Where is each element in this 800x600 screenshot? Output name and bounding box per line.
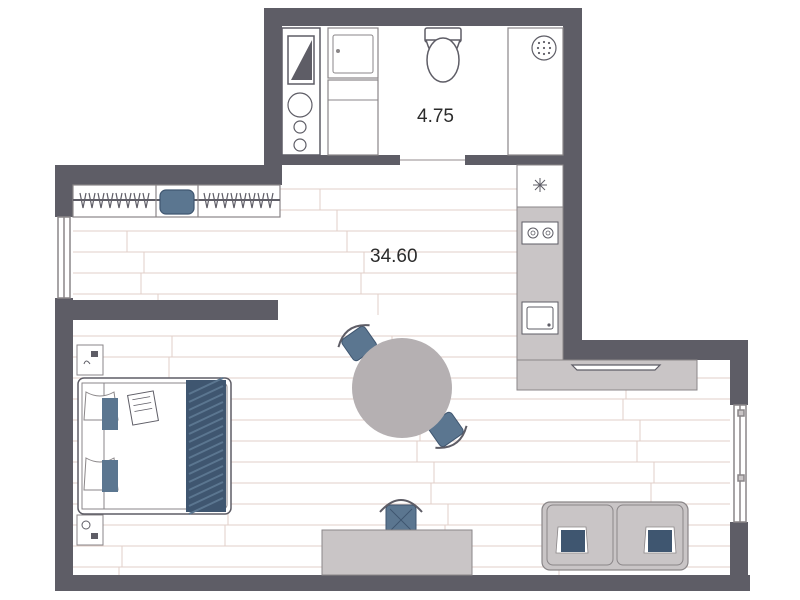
snowflake-icon — [533, 178, 547, 192]
window-icon — [733, 404, 747, 523]
washing-machine-icon — [287, 92, 313, 152]
wardrobe-icon — [72, 184, 281, 218]
bathroom-area-label: 4.75 — [417, 106, 454, 127]
dining-set — [337, 324, 468, 449]
nightstand — [76, 344, 104, 376]
bathroom-cabinet — [327, 79, 379, 156]
desk-area — [321, 499, 473, 576]
stove-icon — [521, 221, 559, 245]
round-table-icon — [352, 338, 452, 438]
toilet-icon — [424, 27, 462, 83]
window-icon — [57, 216, 71, 299]
laundry-basket — [159, 189, 195, 215]
nightstand — [76, 514, 104, 546]
walls — [55, 8, 750, 591]
shower-icon — [507, 27, 564, 156]
kitchen-sink-icon — [521, 301, 559, 335]
sofa-icon — [541, 501, 689, 571]
tv-icon — [570, 364, 662, 371]
main-room-area-label: 34.60 — [370, 246, 418, 267]
sink-icon — [327, 27, 379, 79]
chair-icon — [379, 499, 423, 534]
bed-icon — [76, 344, 232, 546]
bathroom-fixtures — [281, 27, 564, 156]
kitchen-counter — [516, 164, 698, 391]
desk-icon — [321, 529, 473, 576]
